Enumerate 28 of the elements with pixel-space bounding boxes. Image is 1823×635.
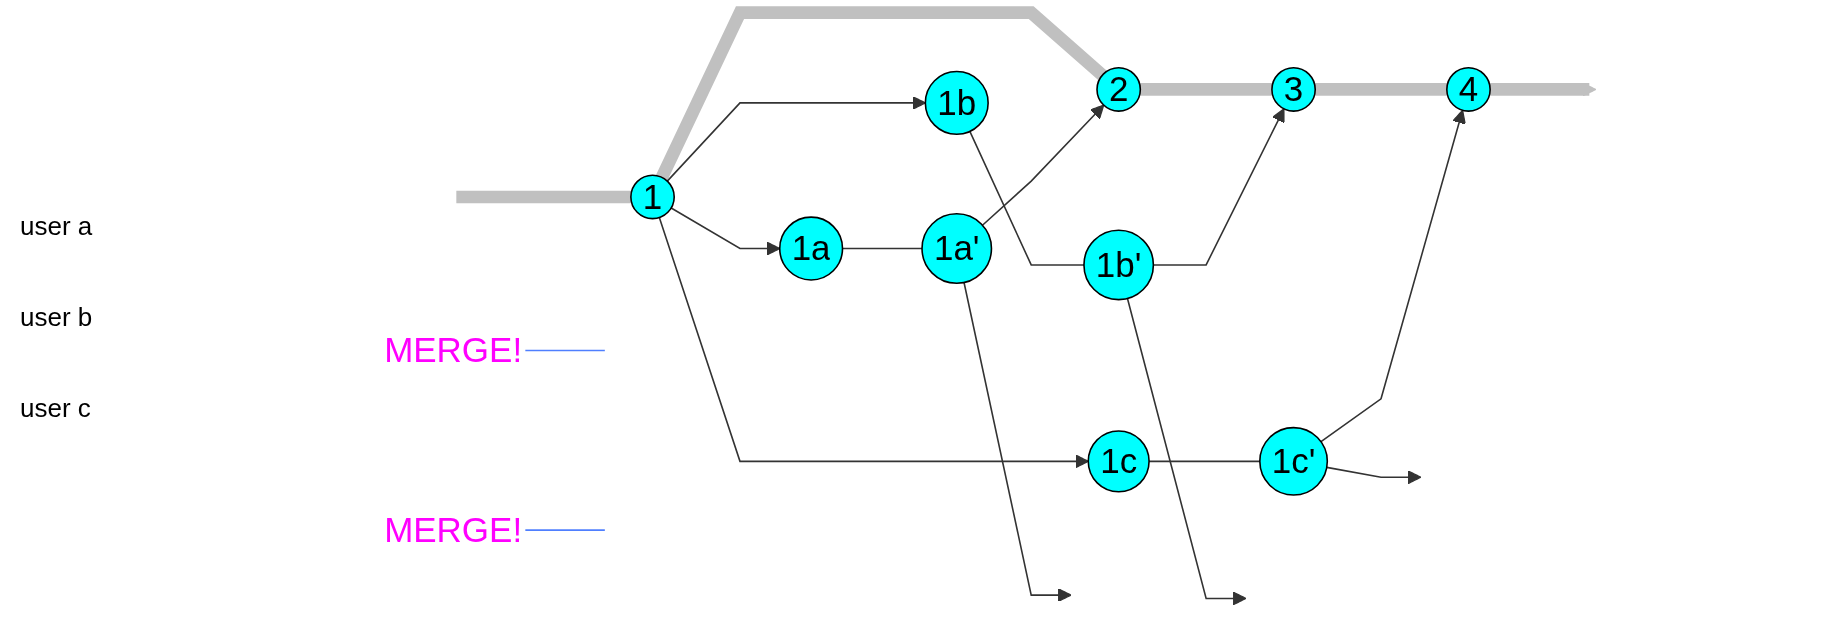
connector [1140,83,1272,96]
arrow [1320,109,1466,443]
node-text: MERGE! [384,330,523,371]
arrow [963,281,1072,603]
connector [524,349,606,352]
node-circle: 1b [924,70,989,136]
connector [656,6,1107,181]
node-text: MERGE! [384,510,523,550]
arrow [666,95,926,182]
node-circle: 3 [1271,67,1317,112]
node-circle: 1c [1087,430,1150,493]
node-circle: 2 [1096,67,1142,112]
node-circle: 1 [630,174,675,220]
branch-label: user c [20,393,92,424]
node-circle: 1b' [1083,229,1155,301]
connector [524,529,606,531]
connector [1315,83,1447,96]
arrow [1490,82,1597,97]
node-circle: 1a' [921,213,993,285]
arrow [1126,297,1247,606]
branch-label: user b [20,302,94,333]
connector [969,130,1085,266]
node-circle: 1c' [1259,426,1329,496]
node-circle: 4 [1446,67,1491,112]
branch-label: user a [20,211,94,242]
arrow [981,104,1105,227]
connector [456,190,631,204]
node-circle: 1a [778,216,844,281]
